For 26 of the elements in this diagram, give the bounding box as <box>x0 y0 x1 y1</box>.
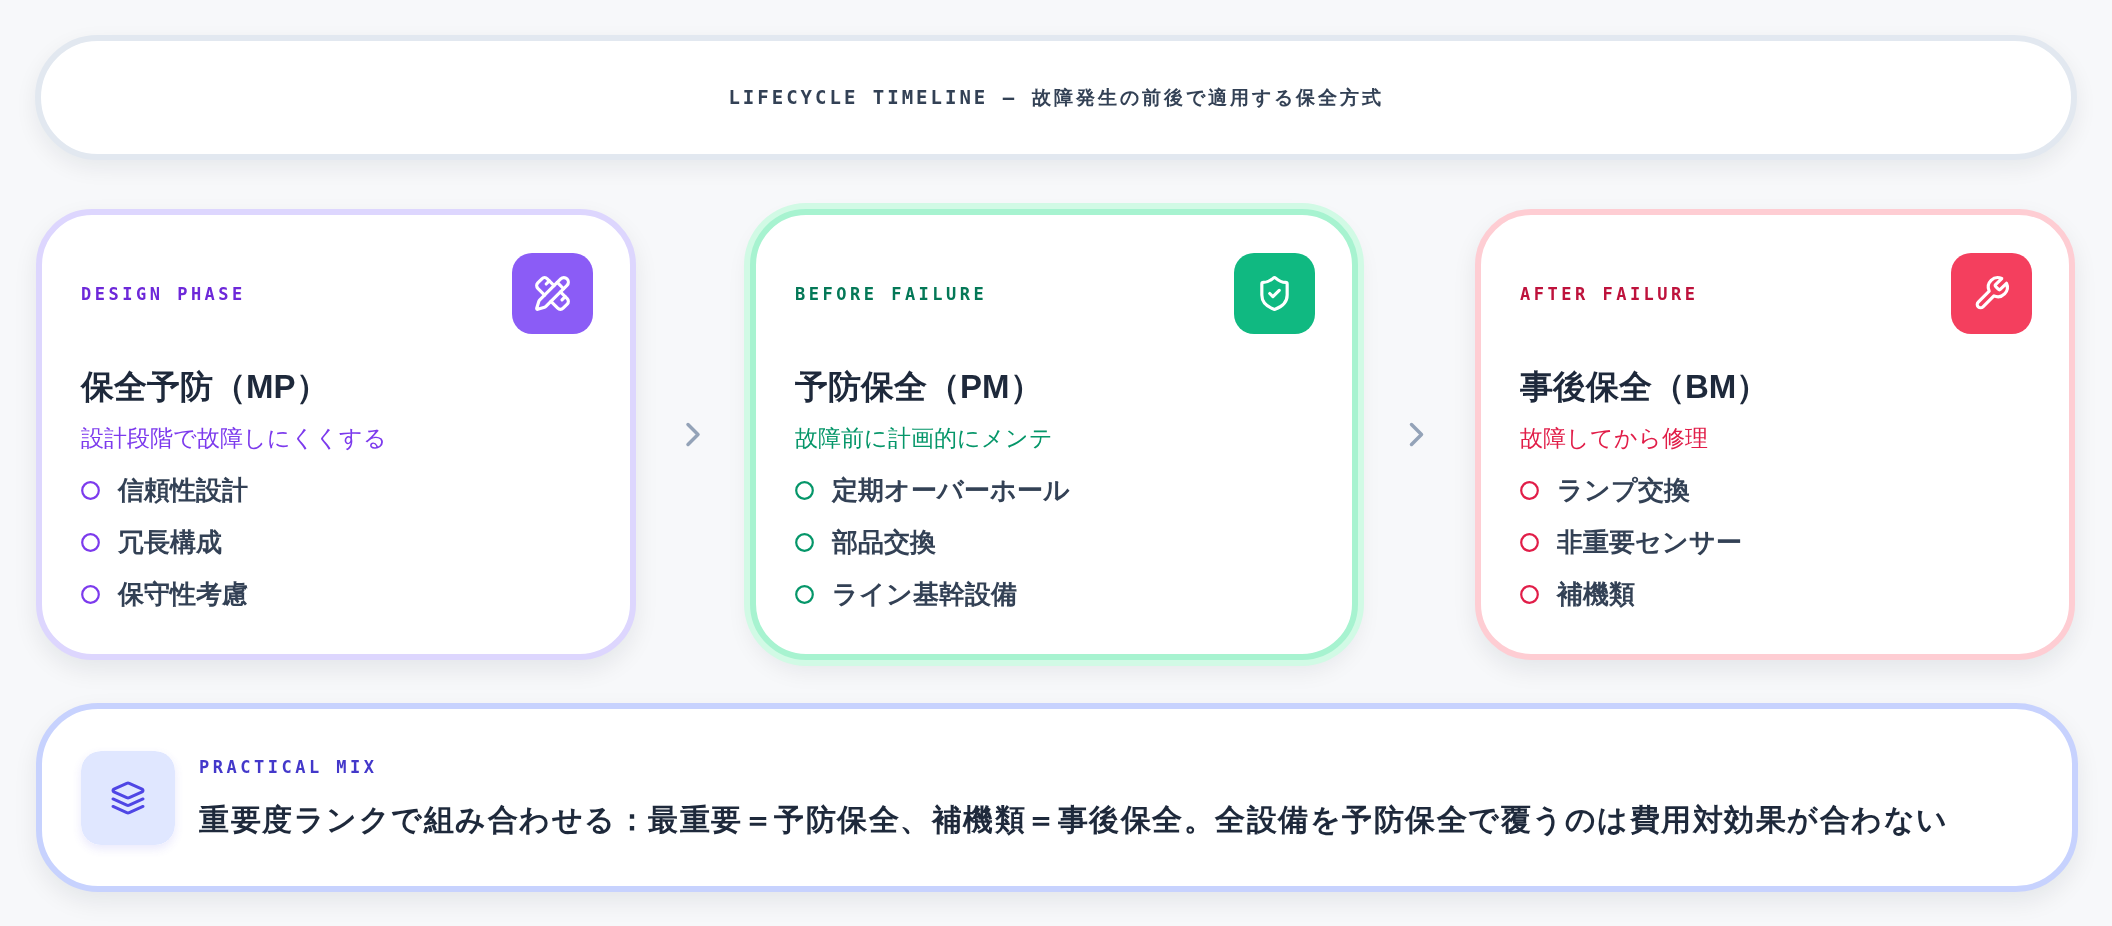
card-subtitle: 故障してから修理 <box>1520 424 1709 453</box>
card-subtitle: 故障前に計画的にメンテ <box>795 424 1054 453</box>
phase-label: AFTER FAILURE <box>1520 283 1699 304</box>
list-item-text: 保守性考慮 <box>118 578 248 611</box>
phase-label: BEFORE FAILURE <box>795 283 988 304</box>
section-label: PRACTICAL MIX <box>199 756 379 779</box>
list-item-text: 部品交換 <box>832 526 936 559</box>
list-item-text: 信頼性設計 <box>118 474 248 507</box>
list-item-text: ランプ交換 <box>1557 474 1690 507</box>
card-heading: 保全予防（MP） <box>81 367 330 407</box>
card-heading: 事後保全（BM） <box>1520 367 1771 407</box>
list-item-text: ライン基幹設備 <box>832 578 1017 611</box>
card-heading: 予防保全（PM） <box>795 367 1044 407</box>
phase-card <box>1475 209 2075 660</box>
list-item-text: 補機類 <box>1557 578 1635 611</box>
list-item-text: 定期オーバーホール <box>832 474 1070 507</box>
summary-panel <box>36 703 2078 892</box>
summary-text: 重要度ランクで組み合わせる：最重要＝予防保全、補機類＝事後保全。全設備を予防保全で覆うのは費用対効果が合わない <box>199 802 1949 838</box>
list-item-text: 非重要センサー <box>1557 526 1742 559</box>
card-subtitle: 設計段階で故障しにくくする <box>81 424 388 453</box>
title-text: LIFECYCLE TIMELINE — 故障発生の前後で適用する保全方式 <box>728 84 1384 110</box>
chevron-arrow <box>1409 422 1424 447</box>
chevron-arrow <box>686 422 700 447</box>
phase-card <box>36 209 636 660</box>
list-item-text: 冗長構成 <box>118 526 222 559</box>
phase-label: DESIGN PHASE <box>81 283 246 304</box>
